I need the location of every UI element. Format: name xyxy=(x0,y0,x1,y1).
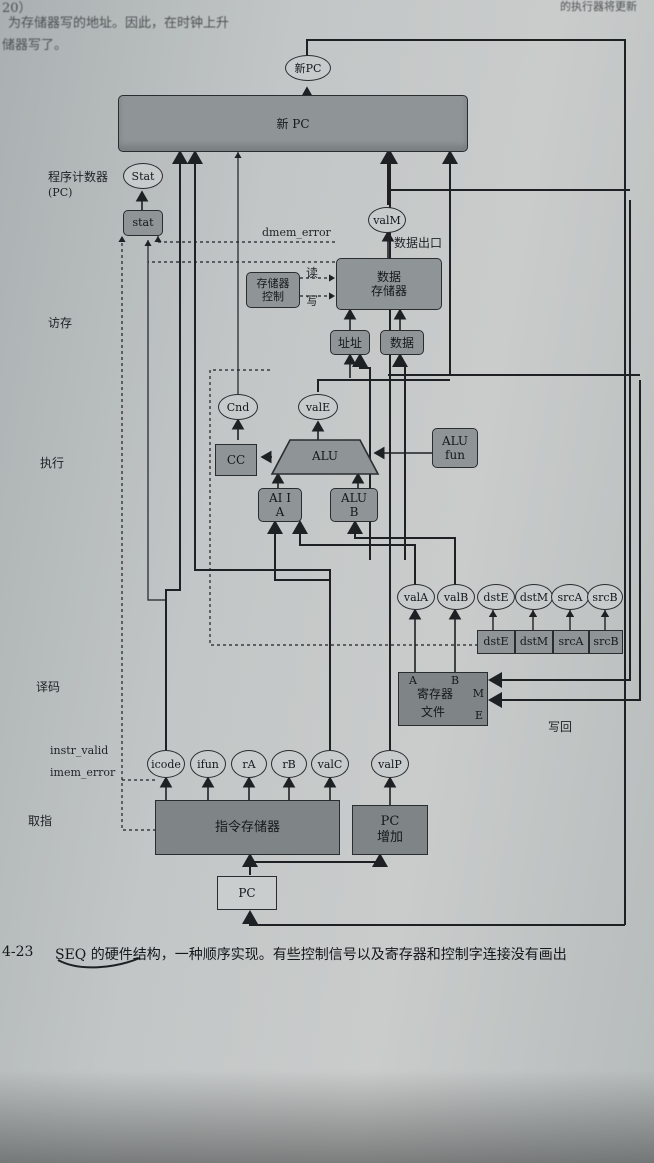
vala-oval: valA xyxy=(397,584,435,610)
page-edge-shadow xyxy=(0,1070,654,1163)
memory-control: 存储器 控制 xyxy=(246,272,300,308)
alu-fun-label-1: ALU xyxy=(441,434,469,448)
header-line-1-right: 的执行器将更新 xyxy=(560,0,637,13)
port-a-label: A xyxy=(409,674,417,687)
srcb-oval: srcB xyxy=(587,584,623,610)
stat-oval: Stat xyxy=(123,163,163,189)
figure-number: 4-23 xyxy=(2,944,34,960)
instr-valid-label: instr_valid xyxy=(50,744,109,757)
writeback-e xyxy=(488,380,641,708)
icode-oval: icode xyxy=(147,750,185,778)
valc-to-alua xyxy=(267,520,331,752)
stat-box: stat xyxy=(123,210,163,236)
valc-to-newpc xyxy=(187,150,331,580)
write-label: 写 xyxy=(306,294,319,308)
alu-b-box: ALU B xyxy=(330,488,378,522)
vala-to-alua xyxy=(292,520,416,585)
alu-a-label-2: A xyxy=(275,505,285,519)
caption-underline xyxy=(57,957,141,969)
stage-execute-label: 执行 xyxy=(40,456,65,470)
icode-to-newpc xyxy=(165,150,188,752)
writeback-m xyxy=(488,200,631,688)
imem-error-wire xyxy=(121,779,155,831)
valb-to-alub xyxy=(347,520,456,585)
memory-control-label-1: 存储器 xyxy=(256,277,290,290)
vale-oval: valE xyxy=(298,394,338,420)
dmem-error-wire xyxy=(154,236,335,243)
dste-box: dstE xyxy=(477,630,515,654)
pc-increment-label-2: 增加 xyxy=(376,830,403,845)
valb-oval: valB xyxy=(437,584,475,610)
alu-a-label-1: AI I xyxy=(269,491,291,505)
icode-to-stat xyxy=(144,240,166,601)
valp-oval: valP xyxy=(371,750,409,778)
srca-oval: srcA xyxy=(551,584,589,610)
vala-to-data xyxy=(392,353,408,560)
cc-box: CC xyxy=(215,444,257,476)
valm-oval: valM xyxy=(368,207,406,233)
stage-pc-label: 程序计数器 xyxy=(48,170,109,184)
port-m-label: M xyxy=(472,687,484,700)
alu-label: ALU xyxy=(311,449,339,463)
alu-fun-box: ALU fun xyxy=(432,428,478,468)
data-memory: 数据 存储器 xyxy=(336,258,442,310)
pc-to-pcinc xyxy=(249,853,388,875)
stage-decode-label: 译码 xyxy=(36,680,61,694)
data-box: 数据 xyxy=(380,330,424,355)
dstm-box: dstM xyxy=(515,630,553,654)
pc-increment-label-1: PC xyxy=(380,814,400,829)
ra-oval: rA xyxy=(231,750,267,778)
new-pc-bar-label: 新 PC xyxy=(276,116,310,131)
stage-pc-sub-label: (PC) xyxy=(48,186,73,199)
newpc-loop-wire xyxy=(306,39,626,925)
register-file-label-2: 文件 xyxy=(421,705,446,719)
rb-oval: rB xyxy=(271,750,307,778)
data-memory-label-2: 存储器 xyxy=(370,284,407,298)
header-line-1: 为存储器写的地址。因此，在时钟上升 xyxy=(8,16,230,31)
pc-increment: PC 增加 xyxy=(352,805,428,855)
alu-a-box: AI I A xyxy=(258,488,302,522)
stage-fetch-label: 取指 xyxy=(28,814,53,828)
data-memory-label-1: 数据 xyxy=(376,270,401,284)
data-out-label: 数据出口 xyxy=(394,236,443,250)
srca-box: srcA xyxy=(553,630,589,654)
memory-control-label-2: 控制 xyxy=(262,290,284,303)
srcb-box: srcB xyxy=(589,630,623,654)
imem-error-label: imem_error xyxy=(50,766,116,779)
ifun-oval: ifun xyxy=(190,750,226,778)
dstm-oval: dstM xyxy=(515,584,553,610)
pc-feedback-wire xyxy=(242,910,625,926)
instruction-memory: 指令存储器 xyxy=(155,800,340,855)
read-label: 读 xyxy=(306,266,319,280)
header-line-2: 储器写了。 xyxy=(2,38,68,53)
addr-box: 址址 xyxy=(330,330,370,355)
port-e-label: E xyxy=(474,709,483,722)
dmem-error-label: dmem_error xyxy=(262,226,331,239)
register-file-label-1: 寄存器 xyxy=(417,687,454,701)
new-pc-oval: 新PC xyxy=(285,55,331,81)
vale-to-bus xyxy=(317,379,450,392)
stage-writeback-label: 写回 xyxy=(548,720,573,734)
new-pc-bar: 新 PC xyxy=(118,95,468,152)
pc-register: PC xyxy=(217,876,277,910)
alu-b-label-1: ALU xyxy=(340,491,368,505)
register-file: A B M E 寄存器 文件 xyxy=(398,672,488,726)
port-b-label: B xyxy=(451,674,460,687)
dste-oval: dstE xyxy=(477,584,515,610)
figure-caption-text: SEQ 的硬件结构，一种顺序实现。有些控制信号以及寄存器和控制字连接没有画出 xyxy=(55,947,567,963)
alu-fun-label-2: fun xyxy=(445,448,465,462)
cnd-oval: Cnd xyxy=(218,394,258,420)
header-prefix: 20） xyxy=(2,1,32,16)
valc-oval: valC xyxy=(311,750,349,778)
alu-shape xyxy=(270,439,380,475)
cnd-control-wire xyxy=(209,369,478,646)
stage-memory-label: 访存 xyxy=(48,316,73,330)
alu-b-label-2: B xyxy=(349,505,359,519)
